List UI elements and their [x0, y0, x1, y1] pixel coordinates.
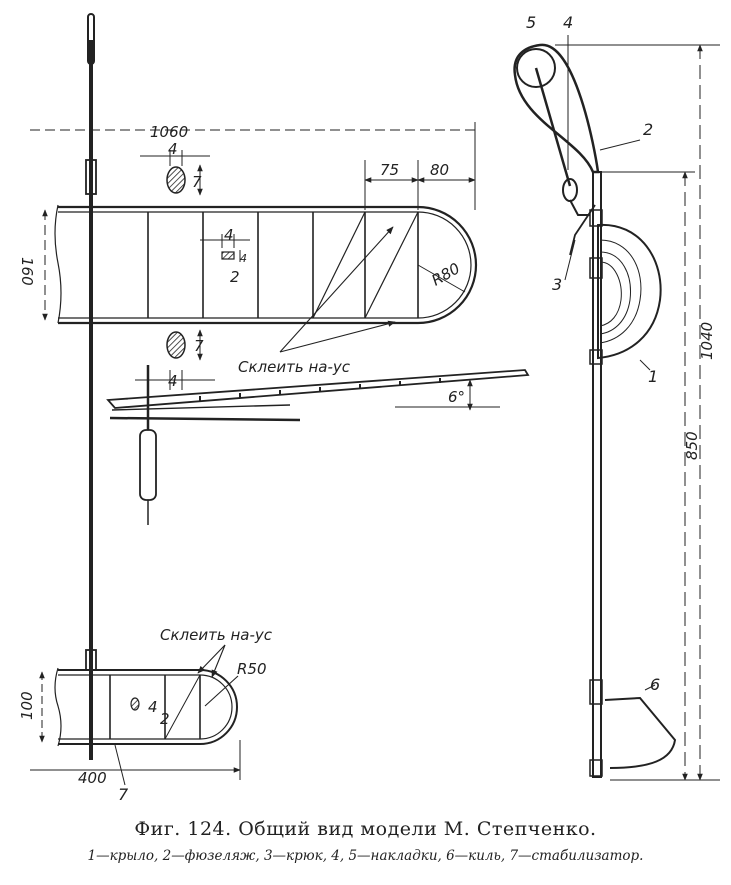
dim-850-label: 850	[683, 431, 701, 460]
glue-note-stab: Склеить на-ус	[160, 626, 273, 644]
caption-title: Фиг. 124. Общий вид модели М. Степченко.	[134, 818, 597, 840]
label-1: 1	[648, 367, 658, 386]
dim-400-label: 400	[78, 769, 107, 787]
motor-stick	[85, 13, 97, 760]
dim-75-label: 75	[380, 161, 399, 179]
technical-drawing: 1060 160 75 80 R80 4 7 4 4 2 4 7 6° Скле…	[18, 13, 720, 804]
label-2: 2	[643, 120, 653, 139]
side-view	[513, 35, 720, 781]
dim-spar-h-bottom: 7	[194, 337, 204, 355]
wing-ribs	[147, 212, 419, 318]
label-6: 6	[650, 675, 660, 694]
plan-view	[30, 13, 530, 786]
dim-tip-segments	[364, 160, 476, 210]
figure-caption: Фиг. 124. Общий вид модели М. Степченко.…	[0, 818, 731, 864]
rib-section	[200, 234, 250, 262]
dim-r50-label: R50	[237, 660, 267, 678]
dim-spar-h-top: 7	[192, 173, 202, 191]
wing-front-view	[106, 365, 530, 525]
dim-stab	[30, 671, 241, 786]
part-leaders	[564, 35, 656, 691]
text-labels: 1060 160 75 80 R80 4 7 4 4 2 4 7 6° Скле…	[18, 13, 716, 804]
dim-stab-spar-t: 2	[160, 710, 170, 728]
dim-total-height	[555, 44, 720, 781]
dim-100-label: 100	[18, 691, 36, 720]
dim-r80-label: R80	[428, 259, 463, 289]
dim-rib-t: 2	[230, 268, 240, 286]
nose-bracket	[513, 43, 600, 174]
wing-side-ribs	[599, 239, 642, 344]
spar-section-bottom	[135, 329, 215, 390]
dim-rib-w: 4	[224, 226, 234, 244]
label-7: 7	[118, 785, 129, 804]
glue-leaders-wing	[279, 226, 396, 353]
dim-1060-label: 1060	[150, 123, 188, 141]
wing-plan	[54, 204, 478, 325]
dim-1040-label: 1040	[698, 322, 716, 360]
glue-note-wing: Склеить на-ус	[238, 358, 351, 376]
fin	[604, 696, 677, 769]
caption-legend: 1—крыло, 2—фюзеляж, 3—крюк, 4, 5—накладк…	[87, 848, 644, 864]
spar-section-top	[140, 150, 210, 196]
dim-spar-w-top: 4	[168, 140, 178, 158]
label-3: 3	[552, 275, 562, 294]
label-5: 5	[526, 13, 536, 32]
glue-leaders-stab	[197, 644, 239, 707]
stabilizer-plan	[54, 667, 238, 747]
label-4: 4	[563, 13, 573, 32]
dim-stab-spar-w: 4	[148, 698, 158, 716]
hook	[569, 204, 596, 256]
dim-rib-h: 4	[240, 252, 247, 265]
dim-spar-w-bottom: 4	[168, 372, 178, 390]
dim-160-label: 160	[18, 257, 36, 286]
wing-side	[597, 223, 662, 360]
dim-body-length	[600, 171, 695, 781]
hook-pulley	[516, 48, 556, 88]
dim-dihedral: 6°	[448, 388, 465, 406]
dim-80-label: 80	[430, 161, 449, 179]
leader-r80	[417, 264, 466, 293]
